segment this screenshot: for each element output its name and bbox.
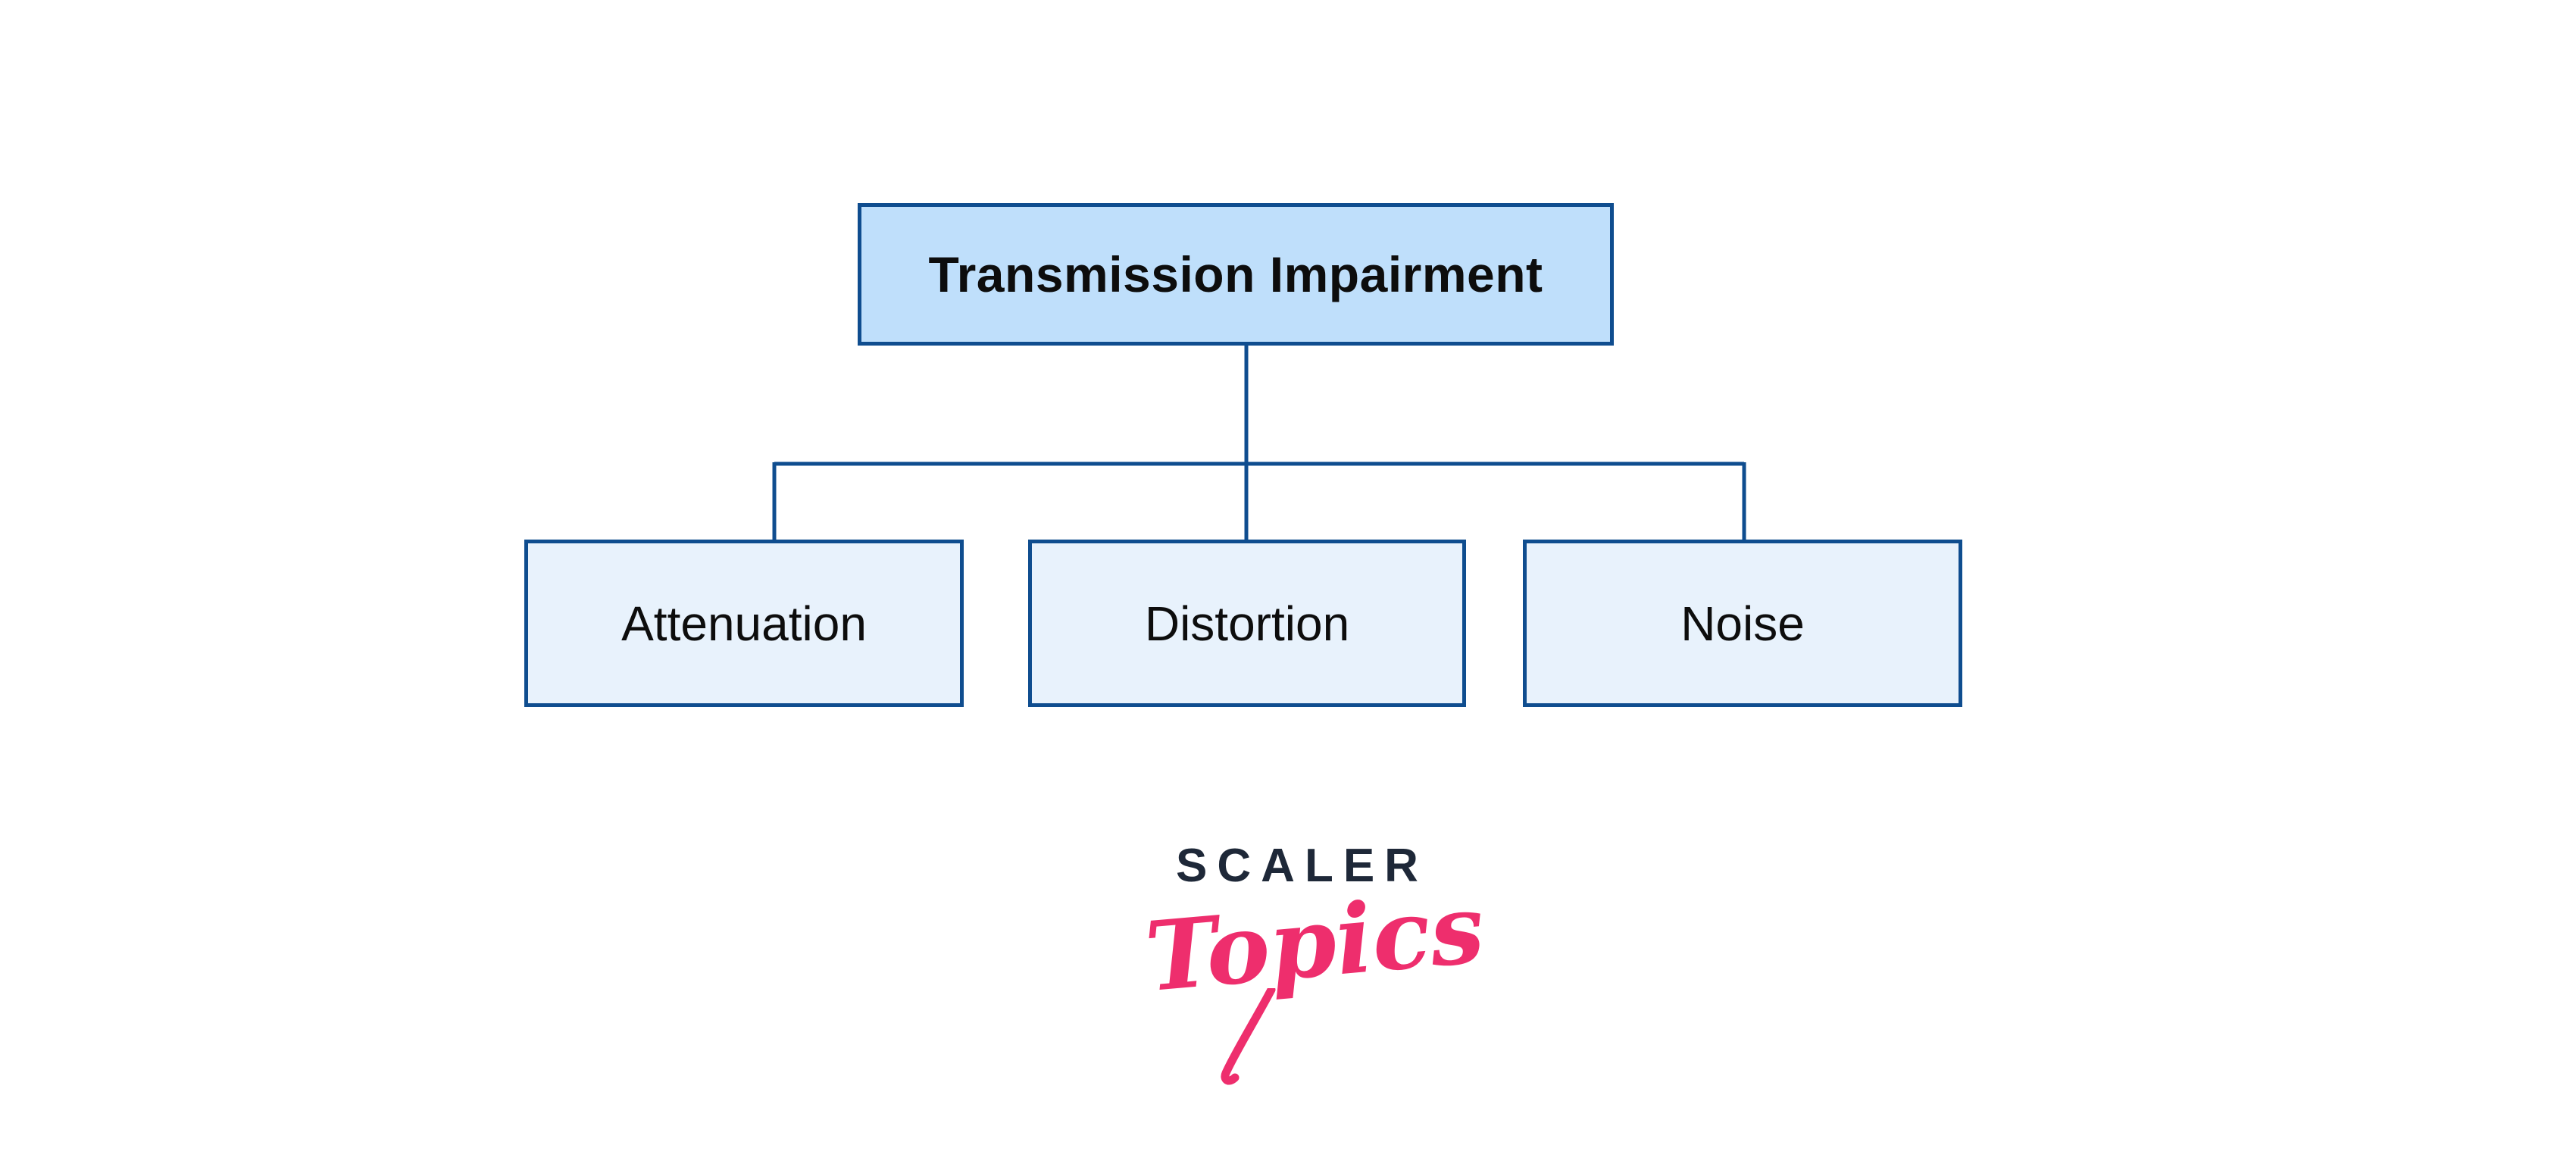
node-noise: Noise: [1523, 540, 1962, 707]
logo-script-tail-flourish: [1221, 988, 1276, 1085]
node-transmission-impairment: Transmission Impairment: [858, 203, 1614, 346]
node-distortion-label: Distortion: [1144, 596, 1350, 651]
node-transmission-impairment-label: Transmission Impairment: [928, 246, 1543, 302]
node-attenuation-label: Attenuation: [621, 596, 867, 651]
node-noise-label: Noise: [1680, 596, 1805, 651]
node-attenuation: Attenuation: [524, 540, 964, 707]
node-distortion: Distortion: [1028, 540, 1466, 707]
scaler-topics-logo: SCALER Topics: [1141, 840, 1488, 1085]
logo-brand-text: SCALER: [1176, 840, 1428, 892]
